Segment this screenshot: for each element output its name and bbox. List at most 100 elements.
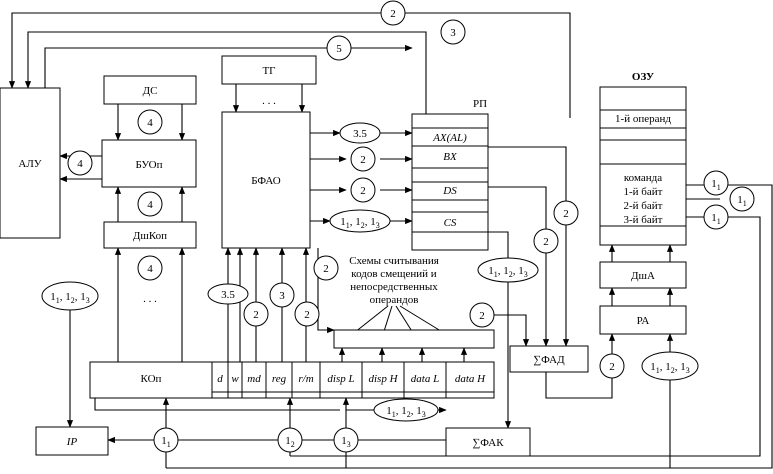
svg-text:3: 3 (450, 27, 456, 39)
dshkop-dots: . . . (143, 293, 157, 305)
svg-text:2: 2 (304, 309, 310, 321)
svg-text:12: 12 (285, 435, 295, 449)
marker-circle-4-dshkop: 4 (137, 191, 163, 217)
ozu-byte1-row: 1-й байт (624, 186, 663, 198)
marker-ellipse-sfak-ip: 11, 12, 13 (373, 398, 439, 422)
ds-label: ДС (143, 85, 158, 97)
marker-circle-2-read-schemes: 2 (469, 302, 495, 328)
marker-ellipse-35-ax: 3.5 (339, 122, 381, 144)
sfad-block: ∑ФАД (509, 345, 589, 373)
marker-circle-1-1-top: 11 (703, 170, 729, 196)
rp-register-cs: CS (444, 217, 457, 229)
svg-text:4: 4 (147, 263, 153, 275)
field-data-h: data H (455, 373, 486, 385)
alu-label: АЛУ (18, 158, 41, 170)
marker-ellipse-cs-sfak: 11, 12, 13 (477, 257, 539, 283)
marker-circle-2-top: 2 (380, 0, 406, 26)
marker-circle-2-bfao-out: 2 (313, 255, 339, 281)
svg-text:11, 12, 13: 11, 12, 13 (50, 291, 90, 305)
bfao-label: БФАО (251, 175, 281, 187)
marker-circle-2-ds: 2 (350, 177, 376, 203)
ozu-label: ОЗУ (632, 71, 654, 83)
field-reg: reg (272, 373, 287, 385)
svg-text:11: 11 (161, 435, 171, 449)
ip-label: IP (66, 436, 78, 448)
dsha-block: ДшА (599, 261, 687, 289)
marker-circle-1-1-bottom: 11 (153, 427, 179, 453)
rp-block: РП AX(AL) BX DS CS (411, 98, 489, 251)
read-schemes-block: Схемы считывания кодов смещений и непоср… (333, 255, 495, 349)
marker-circle-4-kop: 4 (137, 255, 163, 281)
rp-register-ds: DS (442, 185, 457, 197)
marker-circle-1-3-bottom: 13 (333, 427, 359, 453)
marker-circle-1-2-bottom: 12 (277, 427, 303, 453)
ozu-byte2-row: 2-й байт (624, 200, 663, 212)
field-disp-h: disp H (368, 373, 398, 385)
svg-text:2: 2 (390, 8, 396, 20)
dshkop-block: ДшКоп (103, 221, 197, 249)
marker-circle-4-ds: 4 (137, 109, 163, 135)
marker-circle-2-sfad-ra: 2 (599, 353, 625, 379)
svg-text:4: 4 (147, 117, 153, 129)
rp-label: РП (473, 98, 487, 110)
sfad-label: ∑ФАД (533, 354, 565, 366)
alu-block: АЛУ (0, 87, 61, 239)
field-md: md (247, 373, 261, 385)
svg-text:2: 2 (253, 309, 259, 321)
dsha-label: ДшА (631, 270, 655, 282)
read-schemes-caption-4: операндов (370, 294, 419, 306)
svg-text:11: 11 (737, 194, 747, 208)
marker-circle-3-top: 3 (440, 19, 466, 45)
marker-ellipse-cs: 11, 12, 13 (329, 209, 391, 233)
marker-ellipse-ra: 11, 12, 13 (641, 351, 699, 381)
svg-text:2: 2 (609, 361, 615, 373)
read-schemes-caption-3: непосредственных (350, 281, 438, 293)
svg-text:3: 3 (279, 290, 285, 302)
buop-block: БУОп (101, 139, 197, 188)
tg-label: ТГ (262, 65, 275, 77)
dshkop-label: ДшКоп (133, 230, 167, 242)
marker-circle-2-rp-ds: 2 (533, 228, 559, 254)
ozu-command-row: команда (624, 172, 662, 184)
ozu-operand-row: 1-й операнд (615, 113, 671, 125)
marker-circle-2-md: 2 (243, 301, 269, 327)
svg-text:2: 2 (360, 154, 366, 166)
svg-text:4: 4 (77, 158, 83, 170)
field-rm: r/m (298, 373, 313, 385)
svg-text:2: 2 (323, 263, 329, 275)
svg-text:2: 2 (479, 310, 485, 322)
field-kop: КОп (141, 373, 162, 385)
tg-block: ТГ (221, 55, 317, 85)
svg-text:4: 4 (147, 199, 153, 211)
svg-text:2: 2 (563, 208, 569, 220)
ip-block: IP (35, 426, 109, 456)
tg-dots: . . . (262, 95, 276, 107)
svg-text:11: 11 (711, 178, 721, 192)
svg-text:3.5: 3.5 (221, 289, 235, 301)
svg-text:2: 2 (543, 236, 549, 248)
svg-text:5: 5 (336, 43, 342, 55)
rp-register-bx: BX (443, 151, 458, 163)
svg-text:11, 12, 13: 11, 12, 13 (386, 405, 426, 419)
svg-text:13: 13 (341, 435, 351, 449)
ozu-byte3-row: 3-й байт (624, 214, 663, 226)
marker-circle-2-rp-bx: 2 (553, 200, 579, 226)
ozu-block: ОЗУ 1-й операнд команда 1-й байт 2-й бай… (599, 71, 687, 246)
field-data-l: data L (411, 373, 439, 385)
svg-text:3.5: 3.5 (353, 128, 367, 140)
sfak-block: ∑ФАК (445, 427, 531, 457)
rp-register-ax: AX(AL) (432, 132, 467, 144)
svg-text:2: 2 (360, 185, 366, 197)
buop-label: БУОп (135, 159, 162, 171)
marker-circle-1-1-mid: 11 (729, 186, 755, 212)
field-disp-l: disp L (327, 373, 354, 385)
svg-text:11, 12, 13: 11, 12, 13 (340, 216, 380, 230)
marker-circle-4-alu: 4 (67, 150, 93, 176)
read-schemes-caption-2: кодов смещений и (351, 268, 436, 280)
ra-block: РА (599, 305, 687, 335)
read-schemes-caption-1: Схемы считывания (349, 255, 439, 267)
svg-text:11: 11 (711, 212, 721, 226)
marker-circle-2-rm: 2 (294, 301, 320, 327)
marker-ellipse-ip: 11, 12, 13 (41, 281, 99, 311)
sfak-label: ∑ФАК (472, 437, 504, 449)
